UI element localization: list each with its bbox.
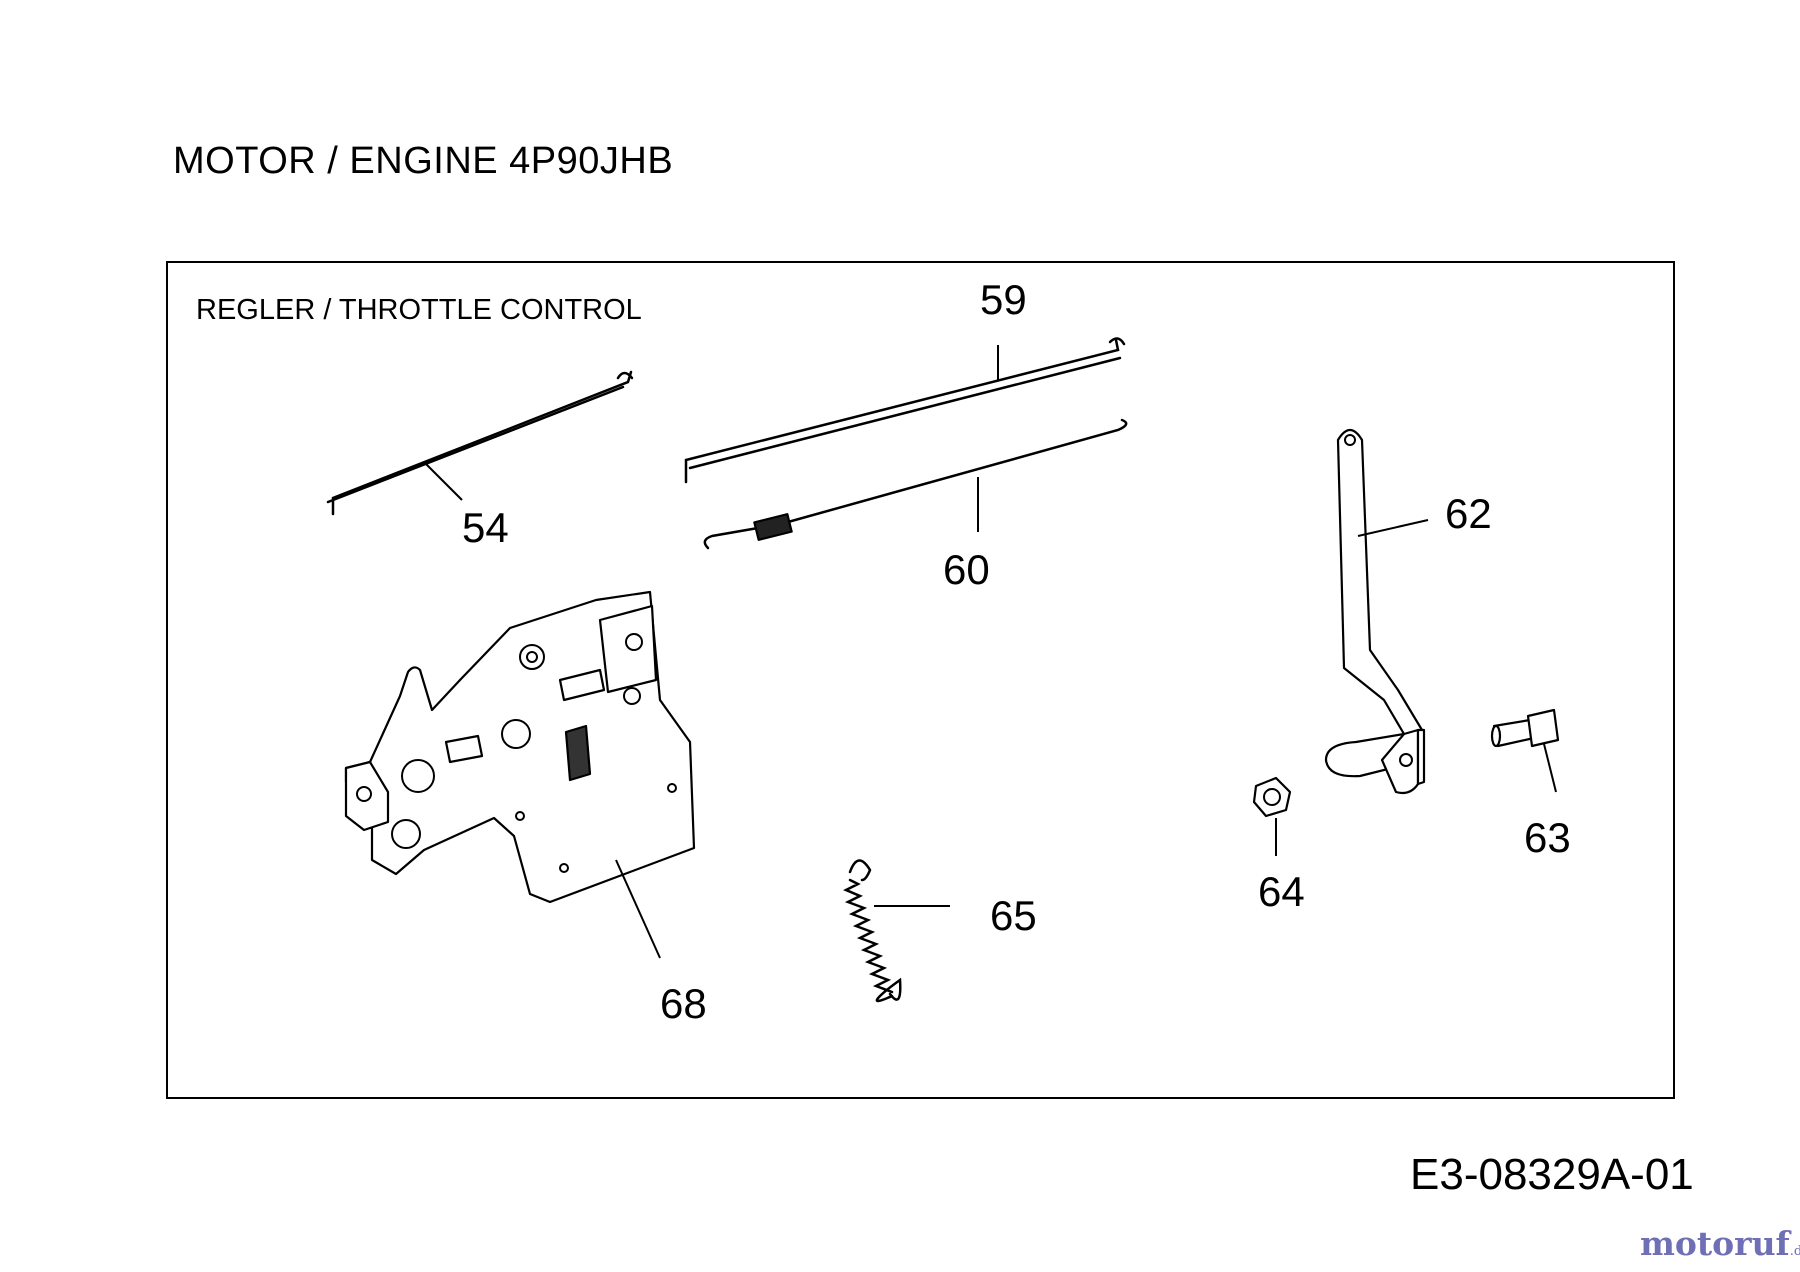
callout-59: 59: [980, 276, 1027, 323]
callout-54: 54: [462, 504, 509, 551]
part-68-bracket: [344, 590, 696, 959]
callout-65: 65: [990, 892, 1037, 939]
part-60-rod-spring: [703, 418, 1128, 550]
page-title: MOTOR / ENGINE 4P90JHB: [173, 140, 674, 182]
brand-logo: motoruf.de: [1640, 1224, 1800, 1263]
part-62-lever: [1324, 428, 1429, 795]
part-54-rod: [326, 370, 634, 516]
diagram-frame: [166, 261, 1675, 1099]
part-59-rod: [684, 337, 1126, 484]
callout-60: 60: [943, 546, 990, 593]
part-63-bolt: [1490, 708, 1560, 793]
document-code: E3-08329A-01: [1410, 1150, 1694, 1199]
callout-62: 62: [1445, 490, 1492, 537]
callout-64: 64: [1258, 868, 1305, 915]
section-title: REGLER / THROTTLE CONTROL: [196, 294, 642, 326]
callout-63: 63: [1524, 814, 1571, 861]
part-65-spring: [843, 859, 950, 1003]
callout-68: 68: [660, 980, 707, 1027]
part-64-nut: [1252, 776, 1292, 856]
